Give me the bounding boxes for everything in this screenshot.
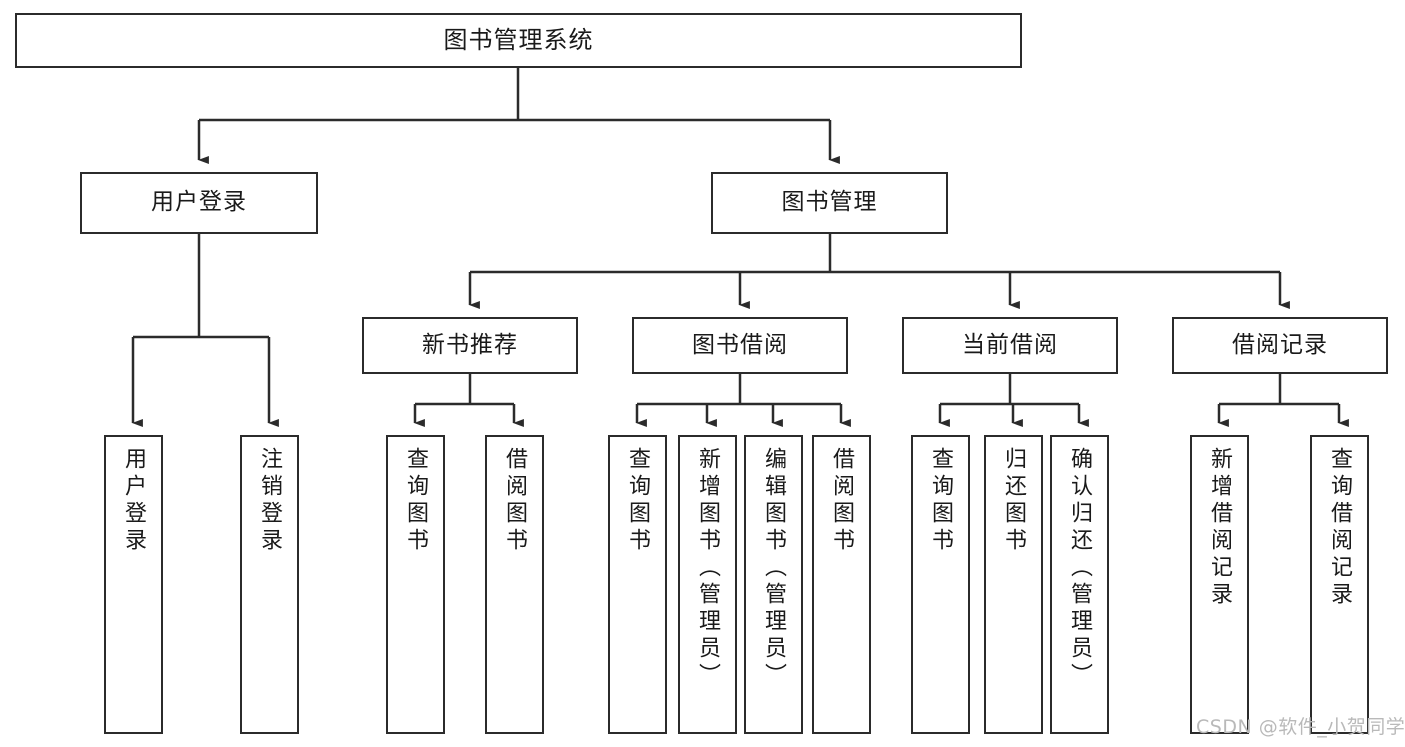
leaf-label: 归还图书 [1001,447,1027,555]
node-leaf-user-logout[interactable]: 注销登录 [240,435,299,734]
node-leaf-edit-book[interactable]: 编辑图书（管理员） [744,435,803,734]
leaf-label: 确认归还（管理员） [1067,447,1093,690]
node-user-login[interactable]: 用户登录 [80,172,318,234]
node-new-book-recommend[interactable]: 新书推荐 [362,317,578,374]
leaf-label: 借阅图书 [829,447,855,555]
node-leaf-query-record[interactable]: 查询借阅记录 [1310,435,1369,734]
node-current-borrow[interactable]: 当前借阅 [902,317,1118,374]
node-leaf-borrow-book-2[interactable]: 借阅图书 [812,435,871,734]
leaf-label: 查询图书 [403,447,429,555]
node-root[interactable]: 图书管理系统 [15,13,1022,68]
node-leaf-query-book-3[interactable]: 查询图书 [911,435,970,734]
leaf-label: 编辑图书（管理员） [761,447,787,690]
node-leaf-user-login[interactable]: 用户登录 [104,435,163,734]
node-leaf-confirm-return[interactable]: 确认归还（管理员） [1050,435,1109,734]
node-borrow-record[interactable]: 借阅记录 [1172,317,1388,374]
leaf-label: 用户登录 [121,447,147,555]
node-leaf-borrow-book-1[interactable]: 借阅图书 [485,435,544,734]
csdn-watermark: CSDN @软件_小贺同学 [1196,716,1405,738]
leaf-label: 查询借阅记录 [1327,447,1353,609]
node-leaf-add-record[interactable]: 新增借阅记录 [1190,435,1249,734]
leaf-label: 查询图书 [928,447,954,555]
node-book-manage[interactable]: 图书管理 [711,172,948,234]
node-leaf-add-book[interactable]: 新增图书（管理员） [678,435,737,734]
leaf-label: 借阅图书 [502,447,528,555]
leaf-label: 新增借阅记录 [1207,447,1233,609]
node-leaf-query-book-2[interactable]: 查询图书 [608,435,667,734]
node-book-borrow[interactable]: 图书借阅 [632,317,848,374]
leaf-label: 新增图书（管理员） [695,447,721,690]
node-leaf-query-book-1[interactable]: 查询图书 [386,435,445,734]
node-leaf-return-book[interactable]: 归还图书 [984,435,1043,734]
leaf-label: 注销登录 [257,447,283,555]
leaf-label: 查询图书 [625,447,651,555]
